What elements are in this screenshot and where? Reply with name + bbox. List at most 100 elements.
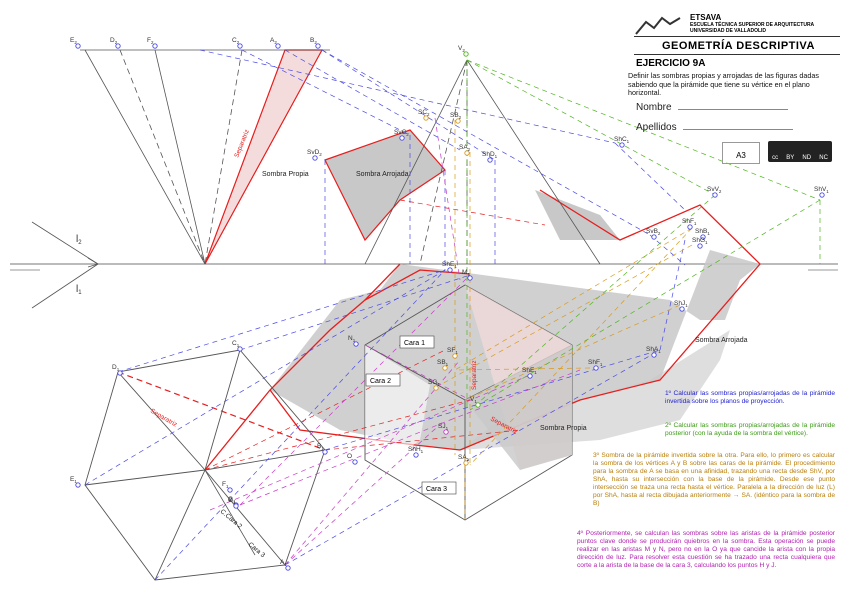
point-label-top-0: E2 — [70, 37, 77, 45]
cara-2-box: Cara 2 — [365, 373, 401, 387]
point-label-top-12: ShD1 — [482, 151, 498, 159]
point-label-bottom-2: N1 — [348, 335, 356, 343]
point-marker-top-19 — [697, 243, 703, 249]
point-marker-bottom-12 — [651, 352, 657, 358]
point-marker-bottom-13 — [593, 365, 599, 371]
point-marker-bottom-5 — [442, 365, 448, 371]
sombra-propia-lower — [465, 345, 572, 470]
red-rays — [204, 199, 546, 471]
point-label-bottom-14: C1 — [232, 340, 240, 348]
point-label-top-4: A2 — [270, 37, 277, 45]
point-label-bottom-21: G1 — [228, 497, 236, 505]
point-marker-bottom-11 — [463, 460, 469, 466]
cara-3-box: Cara 3 — [421, 481, 457, 495]
point-label-bottom-0: ShE1 — [442, 261, 457, 269]
point-label-top-16: ShF1 — [682, 218, 697, 226]
point-label-bottom-17: B1 — [317, 443, 324, 451]
point-label-bottom-19: A1 — [280, 559, 287, 567]
point-marker-bottom-8 — [527, 373, 533, 379]
name-field[interactable]: Nombre — [636, 102, 788, 113]
point-label-bottom-3: ShJ1 — [674, 300, 688, 308]
point-label-bottom-16: E1 — [70, 476, 77, 484]
point-label-bottom-9: SJ1 — [438, 423, 449, 431]
cara3-rotated-label: Cara 3 — [247, 541, 267, 559]
point-label-bottom-18: F1 — [222, 481, 229, 489]
point-label-bottom-6: SG1 — [428, 379, 440, 387]
etsava-logo-icon — [635, 16, 681, 35]
license-badge: cc BY ND NC — [768, 141, 832, 162]
point-marker-top-7 — [423, 115, 429, 121]
svg-text:Cara 1: Cara 1 — [404, 340, 425, 347]
course-title: GEOMETRÍA DESCRIPTIVA — [662, 40, 815, 52]
note-1: 1º Calcular las sombras propias/arrojada… — [665, 390, 835, 405]
point-marker-bottom-3 — [679, 306, 685, 312]
point-marker-top-18 — [700, 234, 706, 240]
point-marker-top-5 — [315, 43, 321, 49]
separatrix-face-top — [204, 49, 324, 265]
point-label-top-11: SA2 — [459, 144, 471, 152]
point-marker-top-0 — [75, 43, 81, 49]
point-marker-bottom-18 — [227, 487, 233, 493]
point-label-top-1: D2 — [110, 37, 118, 45]
by-icon: BY — [786, 155, 795, 161]
sombra-arrojada-top: Sombra Arrojada — [356, 171, 409, 178]
point-marker-bottom-9 — [443, 429, 449, 435]
point-label-bottom-8: ShE1 — [522, 367, 537, 375]
point-label-bottom-4: SF1 — [447, 347, 458, 355]
point-label-bottom-13: ShF1 — [588, 359, 603, 367]
point-marker-bottom-1 — [467, 275, 473, 281]
point-label-top-8: SB2 — [450, 112, 462, 120]
blue-rays — [84, 49, 686, 581]
exercise-instructions: Definir las sombras propias y arrojadas … — [628, 71, 819, 98]
point-marker-top-9 — [312, 155, 318, 161]
point-label-top-7: SC2 — [418, 109, 430, 117]
paper-size: A3 — [722, 142, 760, 164]
point-label-top-13: ShC1 — [614, 136, 630, 144]
point-marker-bottom-22 — [352, 459, 358, 465]
sombra-label-top: Sombra Propia — [262, 171, 309, 178]
point-label-bottom-15: D1 — [112, 364, 120, 372]
note-4: 4º Posteriormente, se calculan las sombr… — [577, 530, 835, 569]
point-marker-top-14 — [712, 192, 718, 198]
point-label-top-10: SvC2 — [394, 129, 409, 137]
sombra-propia-right: Sombra Propia — [540, 425, 587, 432]
point-marker-bottom-0 — [447, 267, 453, 273]
point-marker-top-13 — [619, 142, 625, 148]
point-label-top-3: C2 — [232, 37, 240, 45]
purple-rays — [209, 117, 581, 566]
point-marker-bottom-4 — [452, 353, 458, 359]
point-marker-top-1 — [115, 43, 121, 49]
school-line1: ESCUELA TÉCNICA SUPERIOR DE ARQUITECTURA — [690, 22, 815, 28]
point-label-bottom-11: SA1 — [458, 454, 470, 462]
point-marker-top-11 — [464, 150, 470, 156]
point-label-bottom-7: V1 — [470, 396, 477, 404]
point-marker-top-15 — [819, 192, 825, 198]
cast-shadow-vertical — [324, 129, 446, 242]
point-label-top-18: ShB1 — [695, 228, 710, 236]
point-marker-bottom-19 — [285, 565, 291, 571]
upper-pyramid-lines — [364, 59, 601, 265]
orange-rays — [439, 120, 693, 520]
separatrix-line-bottom — [117, 371, 326, 451]
point-marker-top-6 — [463, 51, 469, 57]
point-label-top-14: SvV2 — [707, 186, 722, 194]
cc-icon: cc — [772, 155, 779, 161]
svg-text:Cara 2: Cara 2 — [370, 378, 391, 385]
nd-icon: ND — [802, 155, 812, 161]
point-marker-top-3 — [237, 43, 243, 49]
school-short: ETSAVA — [690, 13, 722, 22]
note-2: 2º Calcular las sombras propias/arrojada… — [665, 422, 835, 437]
svg-text:Cara 3: Cara 3 — [426, 486, 447, 493]
point-marker-bottom-10 — [413, 452, 419, 458]
point-label-bottom-12: ShA1 — [646, 346, 661, 354]
point-marker-top-16 — [687, 224, 693, 230]
point-label-top-15: ShV1 — [814, 186, 829, 194]
l2-label: l2 — [76, 234, 82, 246]
light-direction-arrows — [31, 221, 99, 309]
exercise-title: EJERCICIO 9A — [636, 58, 706, 69]
green-rays — [466, 59, 821, 411]
surname-field[interactable]: Apellidos — [636, 122, 793, 133]
